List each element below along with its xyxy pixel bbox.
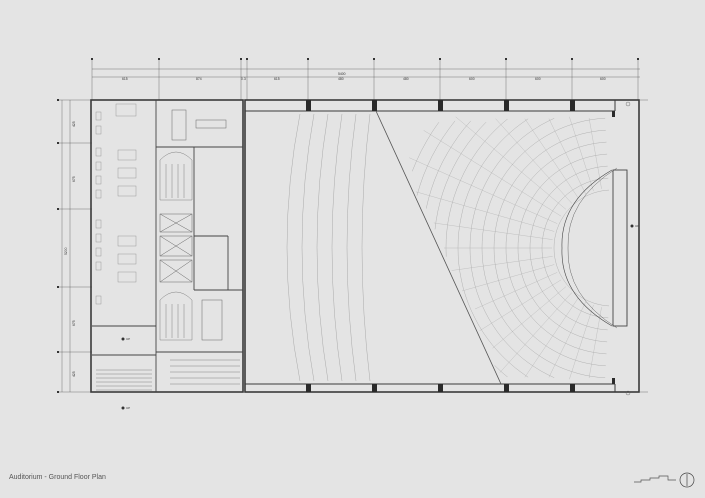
dim-label: 675	[72, 320, 76, 326]
seat-row	[412, 122, 440, 172]
dim-label: 600	[469, 77, 475, 81]
service-stairs	[159, 151, 240, 385]
dim-label: 874	[196, 77, 202, 81]
service-block	[92, 100, 243, 392]
overall-dimension-label: 5400	[338, 72, 346, 76]
seat-divider	[569, 305, 594, 380]
foyer-arc	[316, 113, 329, 382]
north-arrow-icon	[679, 472, 695, 488]
seat-divider	[524, 297, 579, 378]
exit-stair	[96, 369, 152, 391]
seat-row	[426, 120, 471, 209]
seat-divider	[492, 286, 567, 349]
seat-divider	[433, 222, 553, 240]
foyer-arc	[286, 113, 301, 382]
dim-label: 5200	[64, 247, 68, 255]
stair-label: UP	[126, 337, 130, 341]
dim-label: 600	[600, 77, 606, 81]
diagonal-partition	[375, 110, 502, 385]
seat-divider	[524, 118, 579, 199]
foyer-floor-lines	[286, 113, 371, 382]
seat-divider	[451, 256, 553, 271]
left-dimension-chain	[58, 99, 92, 393]
seat-divider	[423, 130, 562, 217]
seat-divider	[495, 118, 573, 204]
foyer-arc	[346, 113, 357, 382]
stair-arrow-icon	[121, 337, 125, 341]
dim-label: 615	[122, 77, 128, 81]
lobby-furniture	[95, 103, 137, 305]
top-dimension-labels: 615 874 0.3 615 480 480 600 600 600	[122, 77, 606, 81]
seat-row	[416, 120, 456, 196]
dim-label: 425	[72, 121, 76, 127]
seat-divider	[588, 307, 602, 379]
drawing-title: Auditorium - Ground Floor Plan	[9, 474, 106, 481]
stair-label: UP	[635, 224, 639, 228]
seat-divider	[479, 279, 562, 331]
dim-label: 425	[72, 371, 76, 377]
seat-divider	[415, 191, 555, 232]
grid-markers-left	[57, 99, 59, 393]
seat-divider	[499, 292, 573, 373]
stair-arrow-icon	[630, 224, 634, 228]
stair-label: UP	[126, 406, 130, 410]
dim-label: 675	[72, 176, 76, 182]
left-dimension-labels: 425 675 5200 675 425	[64, 121, 76, 377]
dim-label: 480	[338, 77, 344, 81]
foyer-arc	[331, 113, 343, 382]
stair-up-markers: UP UP UP	[121, 224, 639, 410]
stage	[561, 167, 628, 329]
seat-divider	[409, 157, 558, 224]
right-markers	[625, 99, 648, 396]
scale-bar	[634, 475, 676, 483]
seat-row	[434, 121, 487, 230]
seat-row	[553, 189, 610, 307]
auditorium-seating	[409, 116, 610, 380]
columns	[306, 100, 615, 392]
seat-divider	[569, 116, 594, 191]
grid-markers-top	[91, 58, 639, 60]
top-dimension-chain	[91, 60, 640, 100]
seat-divider	[548, 301, 586, 378]
dim-label: 0.3	[241, 77, 246, 81]
seat-divider	[474, 272, 558, 310]
seat-divider	[461, 264, 555, 292]
foyer-arc	[301, 113, 315, 382]
seat-divider	[548, 118, 586, 195]
seat-divider	[588, 117, 602, 189]
foyer-arc	[361, 113, 371, 382]
dim-label: 615	[274, 77, 280, 81]
dim-label: 480	[403, 77, 409, 81]
seat-divider	[455, 116, 567, 210]
dim-label: 600	[535, 77, 541, 81]
stair-arrow-icon	[121, 406, 125, 410]
service-fixtures	[159, 109, 227, 341]
